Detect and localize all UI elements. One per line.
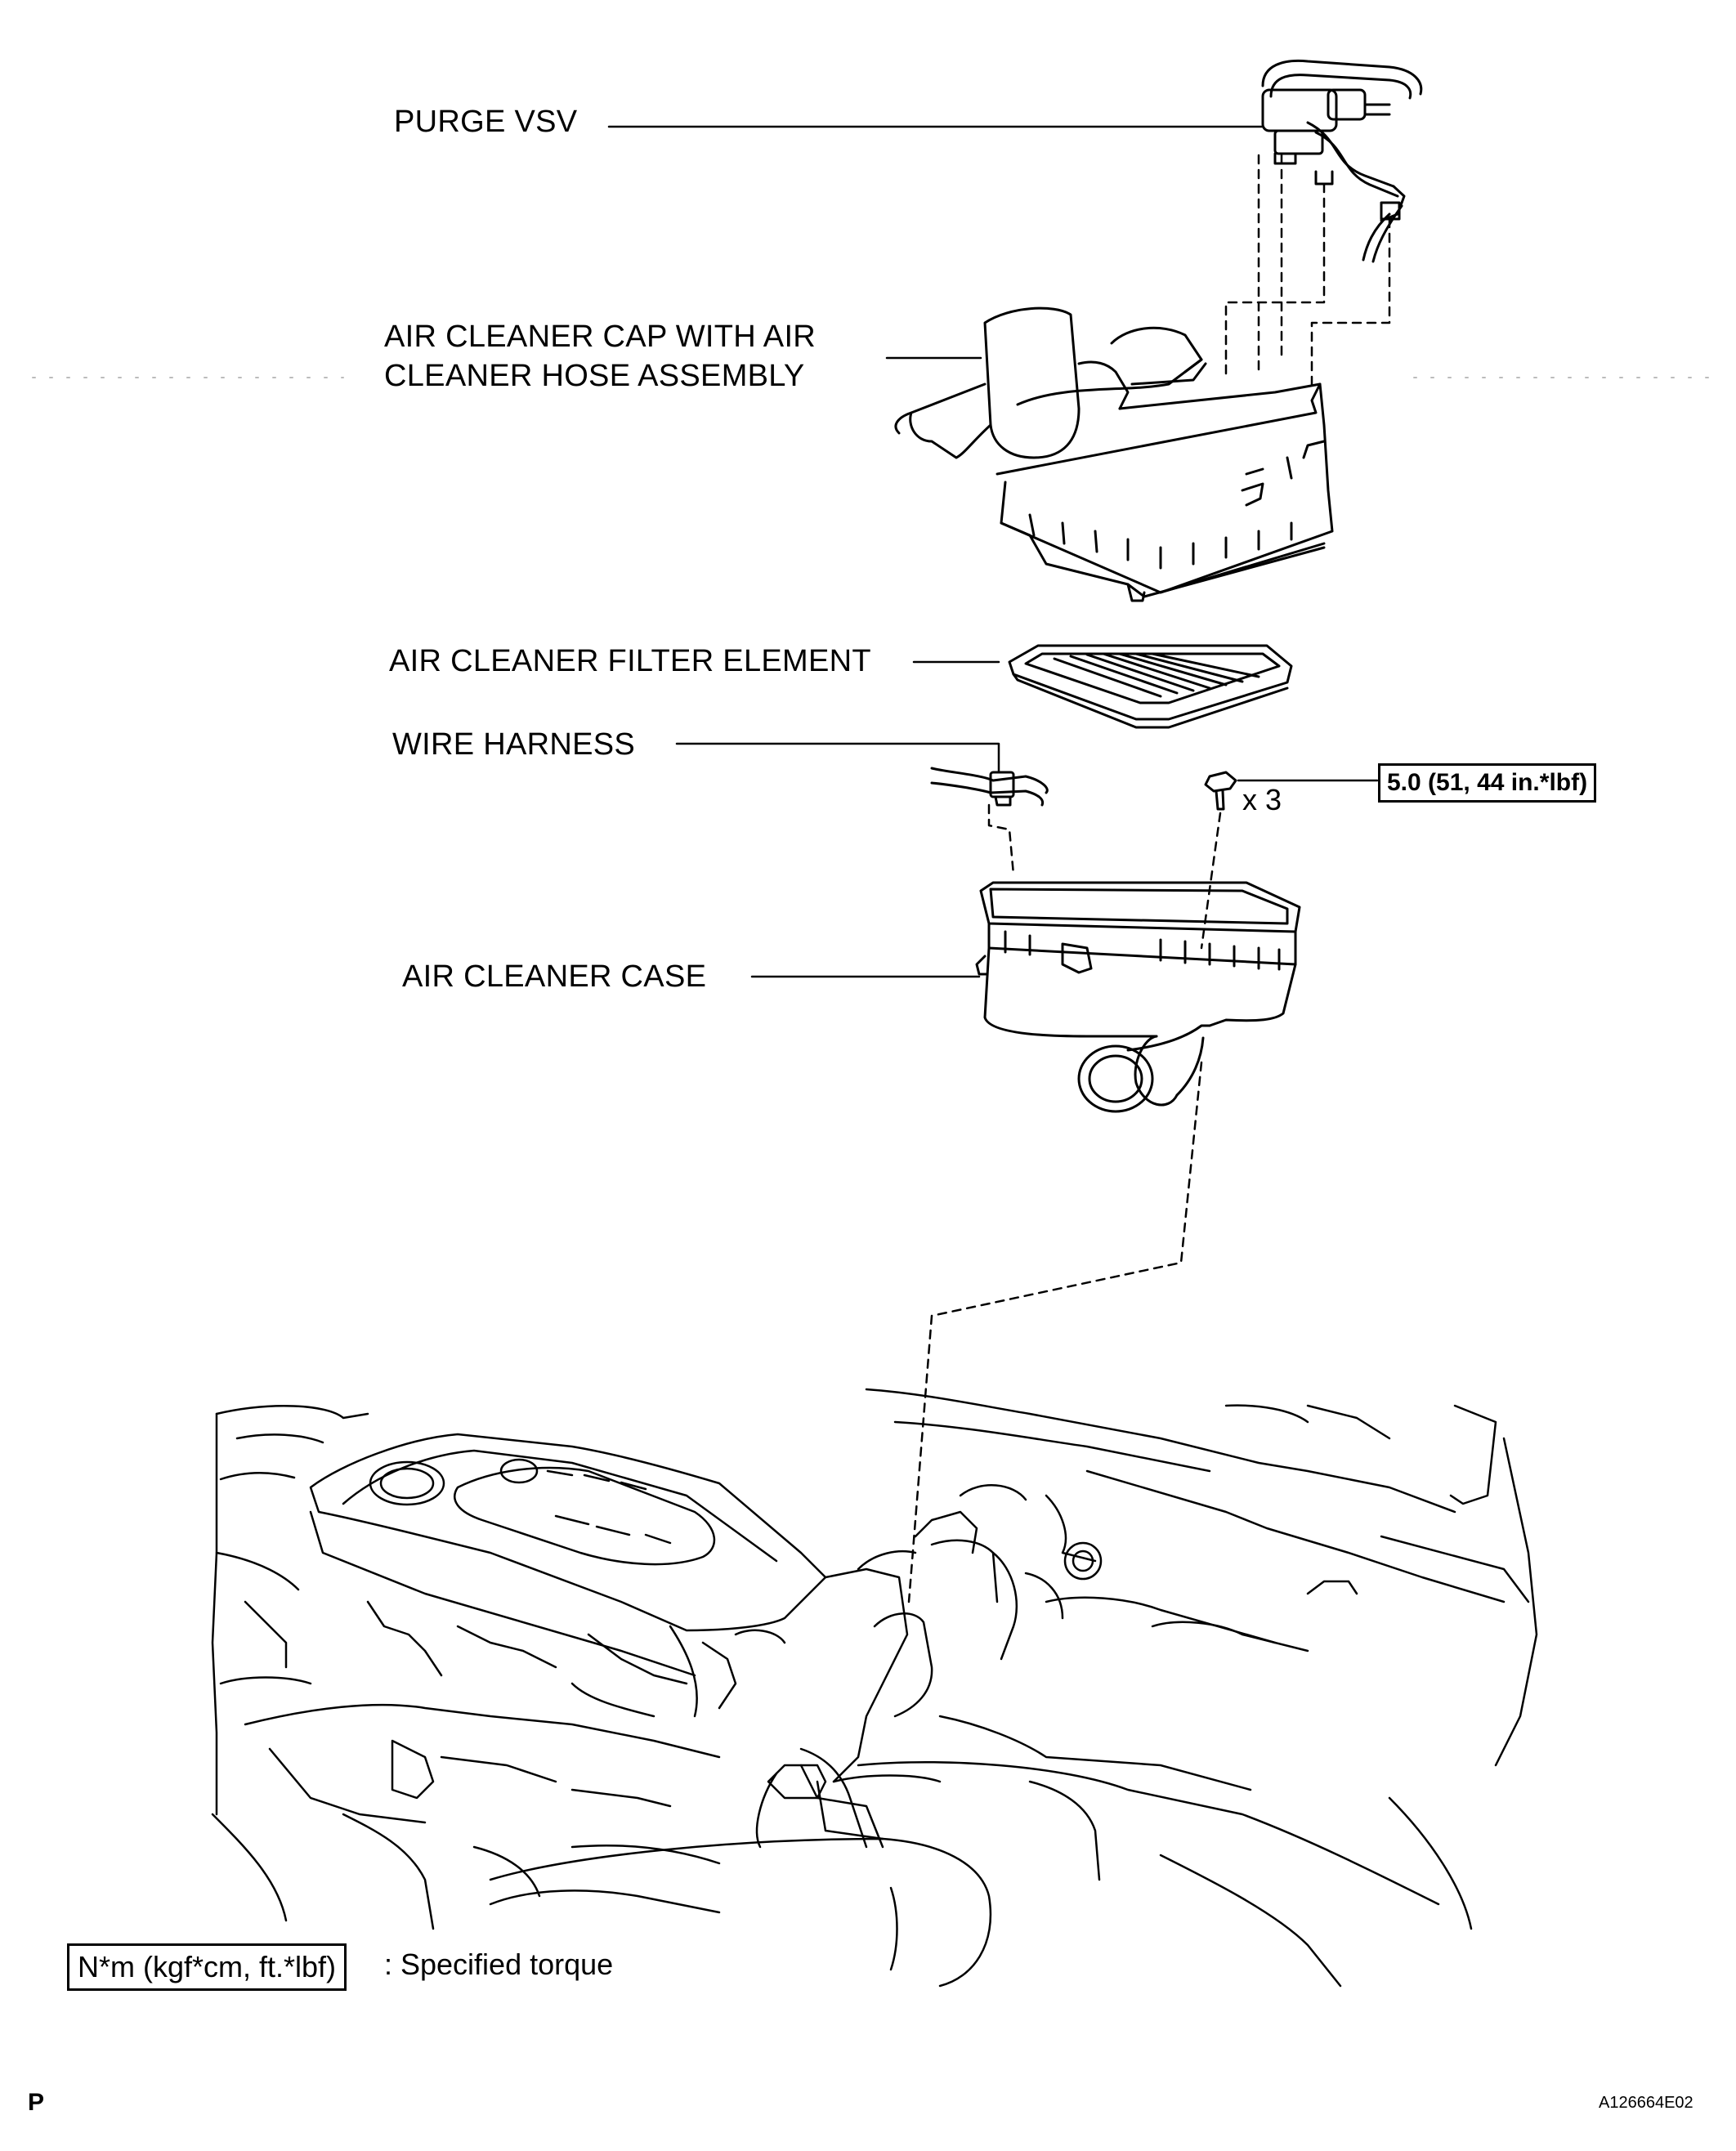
wire-harness-part [930,767,1049,876]
torque-spec-box: 5.0 (51, 44 in.*lbf) [1378,763,1597,803]
bolt-part [1200,771,1237,950]
engine-bay-illustration [211,1388,1538,1988]
label-filter-element: AIR CLEANER FILTER ELEMENT [389,644,871,678]
legend-unit-box: N*m (kgf*cm, ft.*lbf) [67,1943,347,1991]
air-cleaner-cap-part [894,306,1334,602]
air-cleaner-case-part [975,881,1301,1113]
label-air-cleaner-cap-line1: AIR CLEANER CAP WITH AIR [384,320,817,354]
label-purge-vsv: PURGE VSV [394,105,578,139]
label-wire-harness: WIRE HARNESS [392,727,636,762]
purge-vsv-part [1224,59,1423,386]
label-air-cleaner-case: AIR CLEANER CASE [402,959,707,994]
label-air-cleaner-cap-line2: CLEANER HOSE ASSEMBLY [384,359,805,393]
legend-description: : Specified torque [384,1948,614,1981]
figure-id: A126664E02 [1599,2094,1693,2112]
bolt-quantity: x 3 [1242,783,1282,816]
filter-element-part [1008,644,1293,729]
section-letter: P [28,2089,45,2116]
